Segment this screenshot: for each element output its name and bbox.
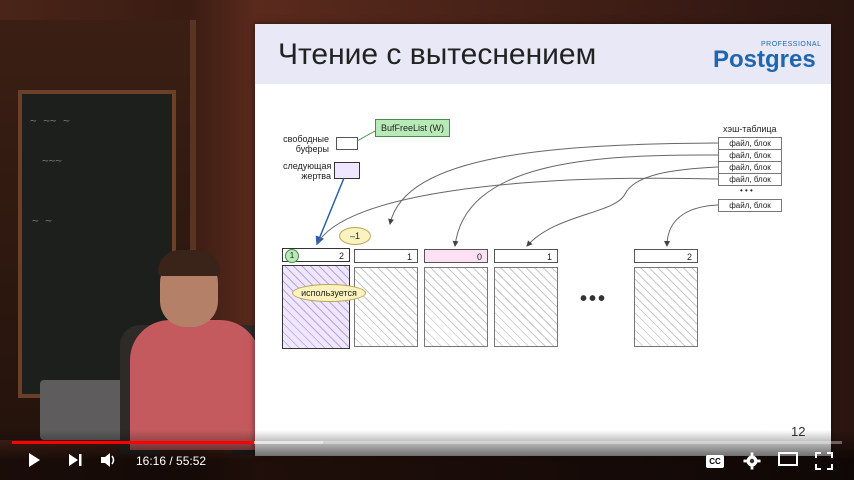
buffer-header: 1 xyxy=(494,249,558,263)
buffer-body xyxy=(424,267,488,347)
slide-title: Чтение с вытеснением xyxy=(278,38,597,71)
diagram-arrows xyxy=(315,130,719,247)
volume-icon xyxy=(101,453,115,467)
more-buffers-ellipsis: ••• xyxy=(580,288,608,310)
postgres-logo: Postgres xyxy=(713,46,816,73)
pin-count-circle: 1 xyxy=(285,249,299,263)
progress-bar[interactable] xyxy=(12,441,842,444)
buffer-body-victim xyxy=(282,265,350,349)
time-separator: / xyxy=(166,454,177,468)
buffreelist-callout: BufFreeList (W) xyxy=(375,119,451,137)
hash-row: файл, блок xyxy=(718,199,782,212)
next-button[interactable] xyxy=(63,452,87,472)
buffer-header-zero: 0 xyxy=(424,249,488,263)
speaker-hair xyxy=(158,250,220,276)
buffer-body xyxy=(354,267,418,347)
play-icon xyxy=(29,453,40,467)
free-buffers-label: свободные буферы xyxy=(283,134,329,154)
free-buffers-box xyxy=(336,137,358,150)
progress-played xyxy=(12,441,254,444)
hash-row: файл, блок xyxy=(718,173,782,186)
logo-professional: PROFESSIONAL xyxy=(761,41,822,48)
minus-one-bubble: –1 xyxy=(339,227,371,245)
duration: 55:52 xyxy=(176,454,207,468)
next-icon xyxy=(69,454,82,466)
time-display: 16:16 / 55:52 xyxy=(136,454,206,468)
next-victim-label: следующая жертва xyxy=(283,161,332,181)
buffer-header: 1 xyxy=(354,249,418,263)
fullscreen-icon xyxy=(815,452,833,470)
buffer-header-victim: 2 xyxy=(282,248,350,262)
fullscreen-button[interactable] xyxy=(812,452,836,472)
settings-button[interactable] xyxy=(740,452,764,472)
volume-button[interactable] xyxy=(97,452,121,472)
gear-icon xyxy=(743,452,761,470)
buffer-body xyxy=(634,267,698,347)
buffer-body xyxy=(494,267,558,347)
used-bubble: используется xyxy=(292,284,366,302)
hash-table-label: хэш-таблица xyxy=(723,124,777,134)
theater-icon xyxy=(778,452,798,466)
hash-dots: • • • xyxy=(740,186,753,195)
player-controls-bar xyxy=(0,430,854,480)
current-time: 16:16 xyxy=(136,454,167,468)
captions-button[interactable]: CC xyxy=(706,455,724,468)
play-button[interactable] xyxy=(22,452,46,472)
presentation-slide: Чтение с вытеснением PROFESSIONAL Postgr… xyxy=(255,24,831,456)
theater-mode-button[interactable] xyxy=(776,452,800,472)
slide-header xyxy=(255,24,831,84)
next-victim-box xyxy=(334,162,360,179)
buffer-header: 2 xyxy=(634,249,698,263)
speaker-shirt xyxy=(130,320,260,450)
